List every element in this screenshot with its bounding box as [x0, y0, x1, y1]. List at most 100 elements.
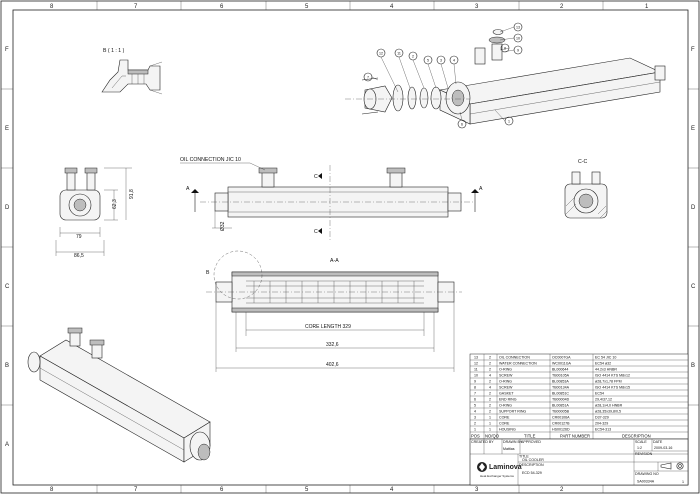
balloon-5 [423, 55, 433, 65]
bom-title: O-RING [499, 380, 512, 384]
bom-qty: 2 [489, 410, 491, 414]
bom-pos: 8 [474, 386, 476, 390]
section-c-arrow-top [318, 173, 322, 179]
iso-oil-port-1 [69, 331, 81, 347]
balloon-3-label: 3 [440, 58, 442, 62]
section-c-arrow-bottom [318, 228, 322, 234]
tb-drawn-by: Mattias [503, 447, 515, 451]
tb-description-label: DESCRIPTION [519, 463, 544, 467]
inner-frame [12, 9, 689, 486]
balloon-8-label: 8 [504, 46, 506, 50]
bom-part-number: OC0007GA [552, 356, 571, 360]
dim-332-lines [235, 312, 435, 352]
balloon-4-label: 4 [453, 58, 455, 62]
exploded-oring-5 [419, 87, 429, 109]
section-a-arrow-right [471, 189, 479, 193]
exploded-right-connection [654, 65, 666, 81]
exploded-housing-edge [469, 81, 661, 115]
end-view-port-left [66, 171, 76, 191]
oil-connection-leader [180, 162, 266, 171]
bom-pos: 12 [474, 362, 478, 366]
section-aa-label: A-A [330, 258, 339, 264]
bom-row: 11 2 O-RING BL000644 44.2x3 HNBR [474, 368, 617, 372]
zone-col-2-bottom: 2 [560, 487, 564, 493]
dim-62: 62,3 [112, 199, 118, 209]
zone-row-f-right: F [691, 47, 695, 53]
dim-91-lines [104, 167, 132, 220]
detail-b-callout-circle [213, 250, 263, 300]
dim-86: 86,5 [74, 253, 84, 259]
bom-row: 9 2 O-RING BL00853A ø28,7x1,78 FPM [474, 380, 622, 384]
section-cc-label: C-C [578, 159, 587, 165]
zone-row-b-right: B [691, 363, 695, 369]
tb-scale: 1:2 [637, 446, 642, 450]
bom-header-title: TITLE [524, 434, 536, 439]
section-cc-port-left [571, 171, 581, 185]
bom-title: HOUSING [499, 428, 516, 432]
bom-qty: 1 [489, 416, 491, 420]
zone-col-2: 2 [560, 4, 564, 10]
end-view: 79 86,5 62,3 91,8 [55, 167, 135, 259]
bom-description: ISO 4414 KTS M8x12 [595, 374, 630, 378]
balloon-1-label: 1 [508, 119, 510, 123]
bom-header-qty: NO/QO [485, 434, 500, 439]
dim-diameter: Ø32 [220, 221, 226, 231]
zone-col-4-bottom: 4 [390, 487, 394, 493]
bom-part-number: BL00851A [552, 404, 569, 408]
zone-col-6: 6 [220, 4, 224, 10]
zone-labels-bottom: 8 7 6 5 4 3 2 [50, 487, 564, 493]
front-view-fitting-right [386, 167, 406, 174]
exploded-oil-fitting [488, 36, 506, 44]
detail-b-callout-label: B [206, 270, 210, 276]
bom-frame [469, 353, 689, 440]
front-view-oil-port-right [389, 171, 403, 188]
balloon-13-label: 13 [516, 25, 520, 29]
detail-b-hatching [111, 74, 145, 89]
dim-core-length: CORE LENGTH 329 [305, 324, 351, 330]
section-a-lines [194, 190, 476, 212]
bom-qty: 4 [489, 374, 491, 378]
bom-header-pos: POS [471, 434, 480, 439]
bom-pos: 3 [474, 416, 476, 420]
bom-qty: 4 [489, 386, 491, 390]
bom-row: 12 2 WATER CONNECTION WC0011GA EC54 ø32 [474, 362, 611, 366]
bom-row: 3 1 CORE CR00106A D37-329 [474, 416, 609, 420]
bom-description: EC54-313 [595, 428, 611, 432]
bom-title: END RING [499, 398, 517, 402]
section-c-mark-bottom: C [314, 229, 318, 235]
zone-col-5-bottom: 5 [305, 487, 309, 493]
exploded-support-ring [430, 86, 442, 110]
tb-approved-label: APPROVED [521, 440, 541, 444]
balloon-5-label: 5 [427, 58, 429, 62]
dim-core-lines [245, 312, 425, 336]
bom-qty: 2 [489, 398, 491, 402]
bom-row: 1 1 HOUSING HS00126D EC54-313 [474, 428, 611, 432]
exploded-screw-b [361, 111, 379, 115]
bom-pos: 1 [474, 428, 476, 432]
section-aa-view: A-A B CORE LENGTH 329 332,6 402,6 [206, 250, 462, 372]
balloon-10-label: 10 [516, 36, 520, 40]
bom-row: 7 2 GASKET BL00851C EC54 [474, 392, 604, 396]
iso-housing-edge [39, 367, 185, 451]
tb-sheet: 1 [682, 480, 684, 484]
company-tagline: Heat Exchanger Systems [480, 474, 514, 478]
tb-date-label: DATE [653, 440, 663, 444]
bom-table: POS NO/QO TITLE PART NUMBER DESCRIPTION … [469, 353, 689, 440]
bom-row: 8 4 SCREW TB00134A ISO 4414 KTS M8x15 [474, 386, 630, 390]
bom-qty: 1 [489, 422, 491, 426]
bom-title: O-RING [499, 404, 512, 408]
bom-row: 2 1 CORE CR00127B 204-329 [474, 422, 608, 426]
zone-col-5: 5 [305, 4, 309, 10]
bom-title: GASKET [499, 392, 514, 396]
company-name: Laminova [489, 464, 522, 471]
dim-79: 79 [76, 234, 82, 240]
bom-title: SCREW [499, 374, 513, 378]
section-cc-port-right [591, 171, 601, 185]
oil-connection-note: OIL CONNECTION JIC 10 [180, 157, 241, 163]
end-view-port-right [86, 171, 96, 191]
bom-description: EC54 [595, 392, 604, 396]
balloon-11-label: 11 [397, 51, 401, 55]
bom-qty: 2 [489, 368, 491, 372]
end-view-bore [73, 198, 87, 212]
